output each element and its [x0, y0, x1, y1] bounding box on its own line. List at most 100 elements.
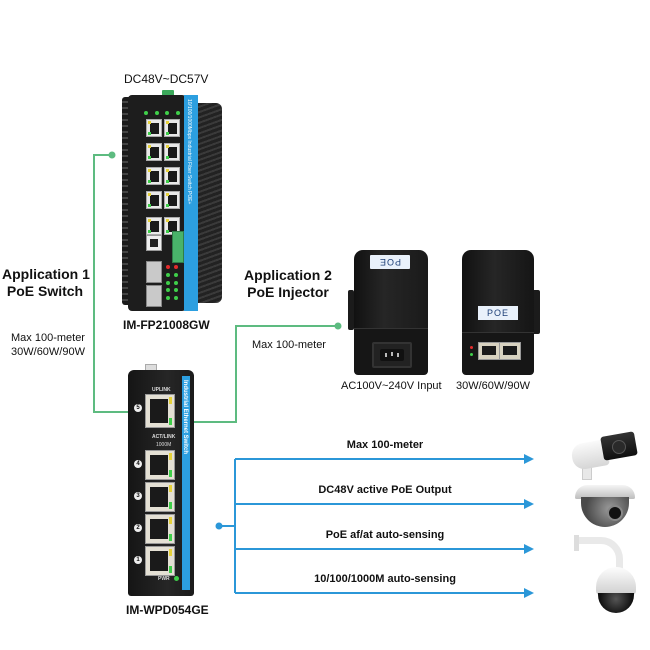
- ptz-arm: [578, 537, 623, 574]
- led-yellow: [148, 145, 151, 148]
- actlink-label: ACT/LINK: [152, 434, 176, 440]
- application1-note: Max 100-meter 30W/60W/90W: [8, 331, 88, 359]
- led-green: [174, 296, 178, 301]
- speed-label: 1000M: [156, 442, 172, 448]
- led-green: [166, 296, 170, 301]
- rj45-port[interactable]: [146, 143, 162, 161]
- poe-port[interactable]: [145, 450, 175, 480]
- led-green: [169, 470, 172, 477]
- output-label: PoE af/at auto-sensing: [325, 529, 445, 541]
- rj45-port[interactable]: [164, 167, 180, 185]
- sfp-port-11[interactable]: [146, 261, 162, 283]
- application1-title-line2: PoE Switch: [6, 283, 84, 299]
- poe-port[interactable]: [145, 546, 175, 576]
- rj45-port[interactable]: [164, 143, 180, 161]
- port-number: 4: [134, 460, 142, 468]
- led-green: [166, 204, 169, 207]
- rj45-port[interactable]: [146, 191, 162, 209]
- green-line-app2: [165, 325, 338, 423]
- ptz-head: [596, 567, 636, 595]
- rj45-port[interactable]: [146, 167, 162, 185]
- led-yellow: [166, 219, 169, 222]
- port-number: 1: [134, 556, 142, 564]
- led-yellow: [166, 193, 169, 196]
- sfp-port-12[interactable]: [146, 285, 162, 307]
- led-yellow: [166, 121, 169, 124]
- led-yellow: [169, 397, 172, 404]
- top-switch-stripe-text: 10/100/1000Mbps Industrial Fiber Switch …: [186, 99, 192, 205]
- top-switch-device[interactable]: 10/100/1000Mbps Industrial Fiber Switch …: [122, 90, 226, 313]
- rj45-port[interactable]: [146, 119, 162, 137]
- led-red: [174, 265, 178, 269]
- injector-side-tab: [532, 290, 540, 334]
- led-sys: [165, 111, 170, 115]
- poe-injector-input-side[interactable]: POE: [348, 250, 432, 375]
- led-green: [470, 353, 473, 356]
- led-green: [166, 280, 170, 285]
- rj45-port-poe-out[interactable]: [499, 342, 521, 360]
- led-green: [166, 272, 170, 277]
- poe-port[interactable]: [145, 482, 175, 512]
- led-pwr: [174, 576, 179, 581]
- led-yellow: [166, 145, 169, 148]
- rj45-port-data-in[interactable]: [478, 342, 500, 360]
- rj45-port[interactable]: [164, 191, 180, 209]
- bottom-switch-stripe-text: Industrial Ethernet Switch: [182, 380, 188, 455]
- application1-distance: Max 100-meter: [11, 332, 85, 344]
- dome-camera: [575, 485, 637, 531]
- top-switch-model: IM-FP21008GW: [123, 318, 210, 332]
- led-red: [166, 265, 170, 269]
- application1-power: 30W/60W/90W: [11, 346, 85, 358]
- application2-distance: Max 100-meter: [252, 339, 326, 351]
- led-green: [148, 204, 151, 207]
- ac-power-socket[interactable]: [372, 342, 412, 368]
- bottom-switch-model: IM-WPD054GE: [126, 603, 209, 617]
- arrow-right-icon: [524, 454, 534, 464]
- ptz-dome: [598, 593, 634, 613]
- relay-terminal-block: [172, 231, 184, 263]
- led-green: [174, 288, 178, 293]
- dome-lens: [607, 505, 623, 521]
- console-port[interactable]: [146, 235, 162, 251]
- led-green: [148, 156, 151, 159]
- heat-sink-right: [198, 103, 222, 303]
- bottom-switch-device[interactable]: Industrial Ethernet Switch UPLINK ACT/LI…: [128, 364, 194, 596]
- arrow-right-icon: [524, 544, 534, 554]
- uplink-label: UPLINK: [152, 387, 171, 393]
- led-green: [169, 502, 172, 509]
- led-yellow: [148, 219, 151, 222]
- bullet-camera: [570, 431, 642, 482]
- poe-leds: [166, 265, 180, 301]
- uplink-port[interactable]: [145, 394, 175, 428]
- led-yellow: [148, 169, 151, 172]
- top-switch-power-label: DC48V~DC57V: [124, 72, 209, 86]
- rj45-port[interactable]: [164, 217, 180, 235]
- poe-port[interactable]: [145, 514, 175, 544]
- injector-side-tab: [348, 290, 354, 330]
- led-green: [166, 288, 170, 293]
- rj45-port[interactable]: [164, 119, 180, 137]
- heat-sink-left: [122, 97, 132, 305]
- led-yellow: [169, 549, 172, 556]
- green-dot-top-switch: [108, 151, 116, 159]
- led-green: [169, 534, 172, 541]
- application1-title: Application 1 PoE Switch: [2, 266, 90, 300]
- led-fiber12: [144, 111, 148, 115]
- port-number: 5: [134, 404, 142, 412]
- rj45-port[interactable]: [146, 217, 162, 235]
- bottom-switch-stripe: Industrial Ethernet Switch: [182, 376, 190, 590]
- port-number: 2: [134, 524, 142, 532]
- led-green: [174, 280, 178, 285]
- led-green: [166, 180, 169, 183]
- led-yellow: [148, 193, 151, 196]
- ptz-wall-plate: [574, 535, 579, 551]
- poe-badge: POE: [478, 306, 518, 320]
- application2-title-line1: Application 2: [244, 267, 332, 283]
- led-yellow: [166, 169, 169, 172]
- arrow-right-icon: [524, 588, 534, 598]
- led-green: [148, 230, 151, 233]
- ptz-camera: [574, 535, 640, 615]
- injector-input-caption: AC100V~240V Input: [341, 380, 442, 392]
- poe-injector-output-side[interactable]: POE: [462, 250, 542, 375]
